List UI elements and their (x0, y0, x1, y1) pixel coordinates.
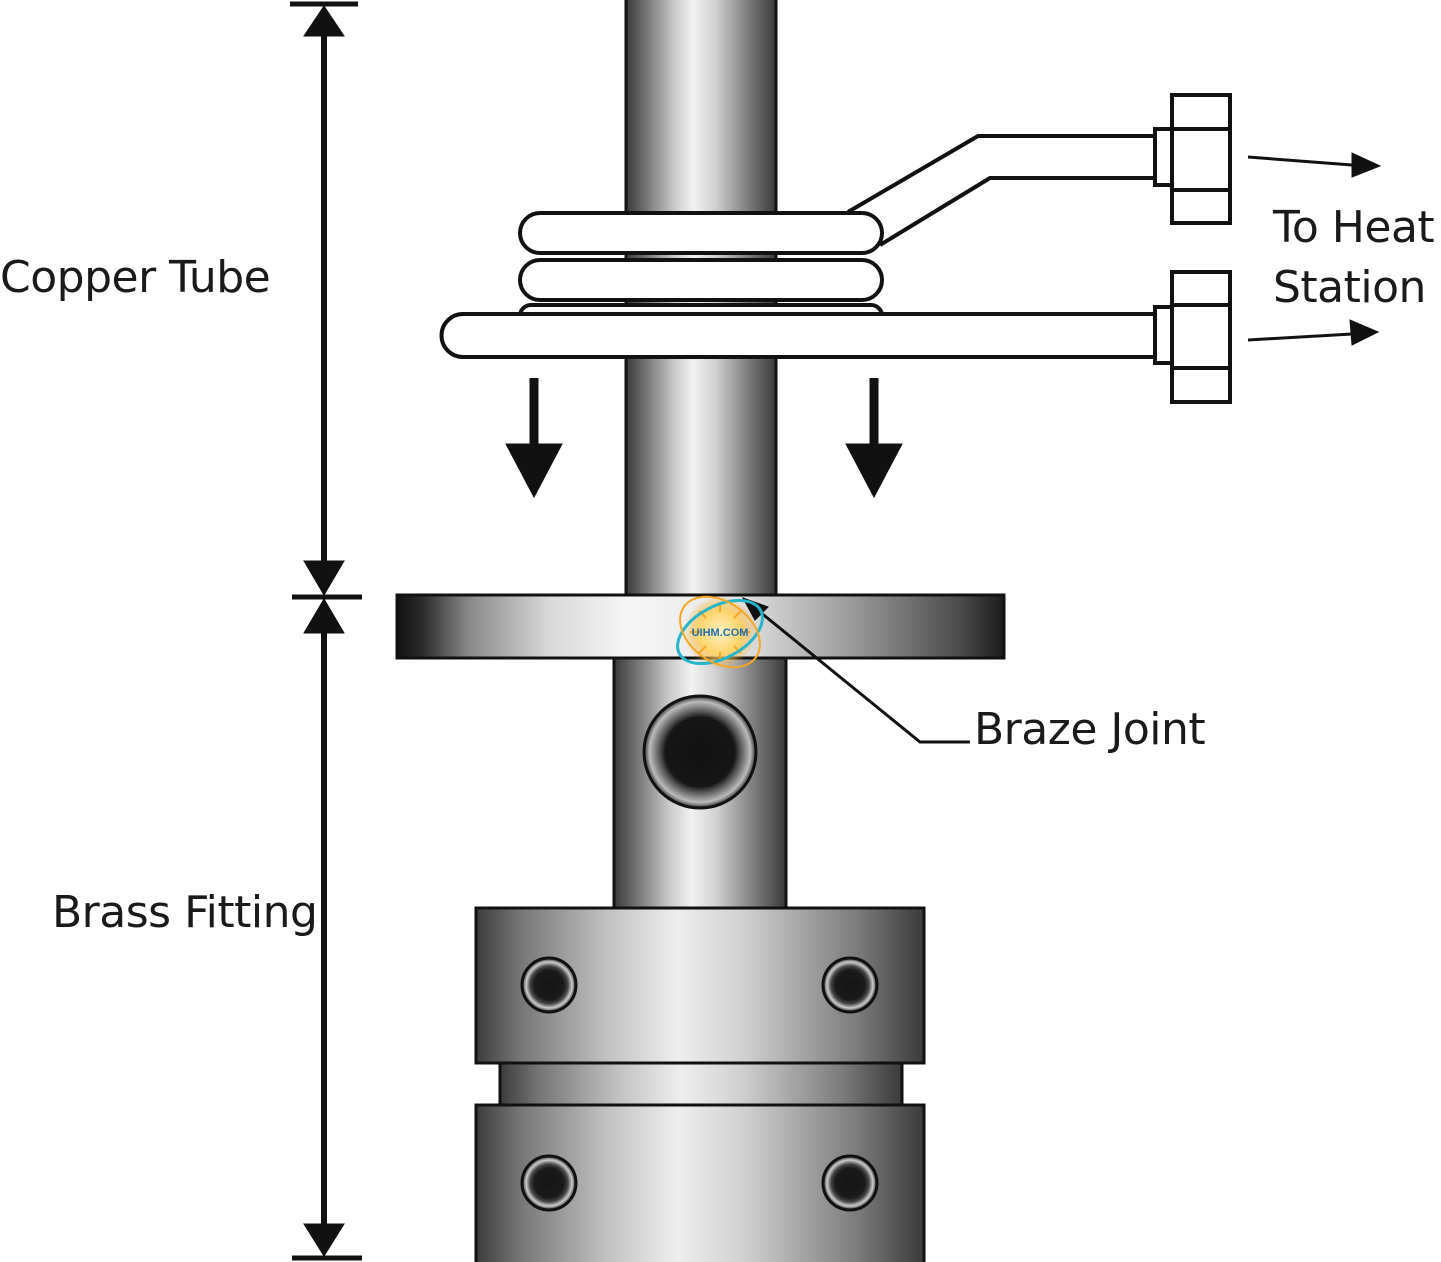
connector-lower-nut (1170, 270, 1232, 404)
down-arrow-left (505, 443, 563, 499)
bolt-hole (821, 956, 879, 1014)
label-braze-joint: Braze Joint (974, 704, 1205, 755)
coil-turn-1 (518, 211, 884, 255)
label-brass-fitting: Brass Fitting (52, 887, 317, 938)
coil-movement-arrows (505, 378, 903, 499)
dimension-arrowhead-mid-down (303, 598, 345, 634)
bolt-hole (520, 1154, 578, 1212)
side-port-hole (642, 694, 758, 810)
down-arrow-right (845, 443, 903, 499)
coil-connectors (1153, 93, 1232, 404)
label-copper-tube: Copper Tube (0, 252, 270, 303)
arrowhead-upper (1351, 152, 1382, 178)
bolt-hole (520, 956, 578, 1014)
coil-lead-upper (846, 134, 1160, 247)
induction-coil (439, 134, 1160, 359)
coil-turn-2 (518, 258, 884, 302)
dimension-line (290, 1, 362, 1261)
dimension-arrowhead-top (303, 5, 345, 37)
fitting-neck (498, 1061, 904, 1107)
label-station: Station (1273, 262, 1426, 313)
arrowhead-lower (1349, 319, 1380, 346)
bolt-hole (821, 1154, 879, 1212)
logo-text: UIHM.COM (692, 627, 749, 639)
uihm-logo: UIHM.COM (676, 595, 764, 669)
heat-station-arrows (1247, 152, 1382, 346)
connector-upper-nut (1170, 93, 1232, 225)
coil-lead-lower (439, 312, 1160, 359)
label-to-heat: To Heat (1272, 202, 1434, 253)
dimension-arrowhead-bottom (303, 1223, 345, 1257)
dimension-arrowhead-mid-up (303, 560, 345, 596)
